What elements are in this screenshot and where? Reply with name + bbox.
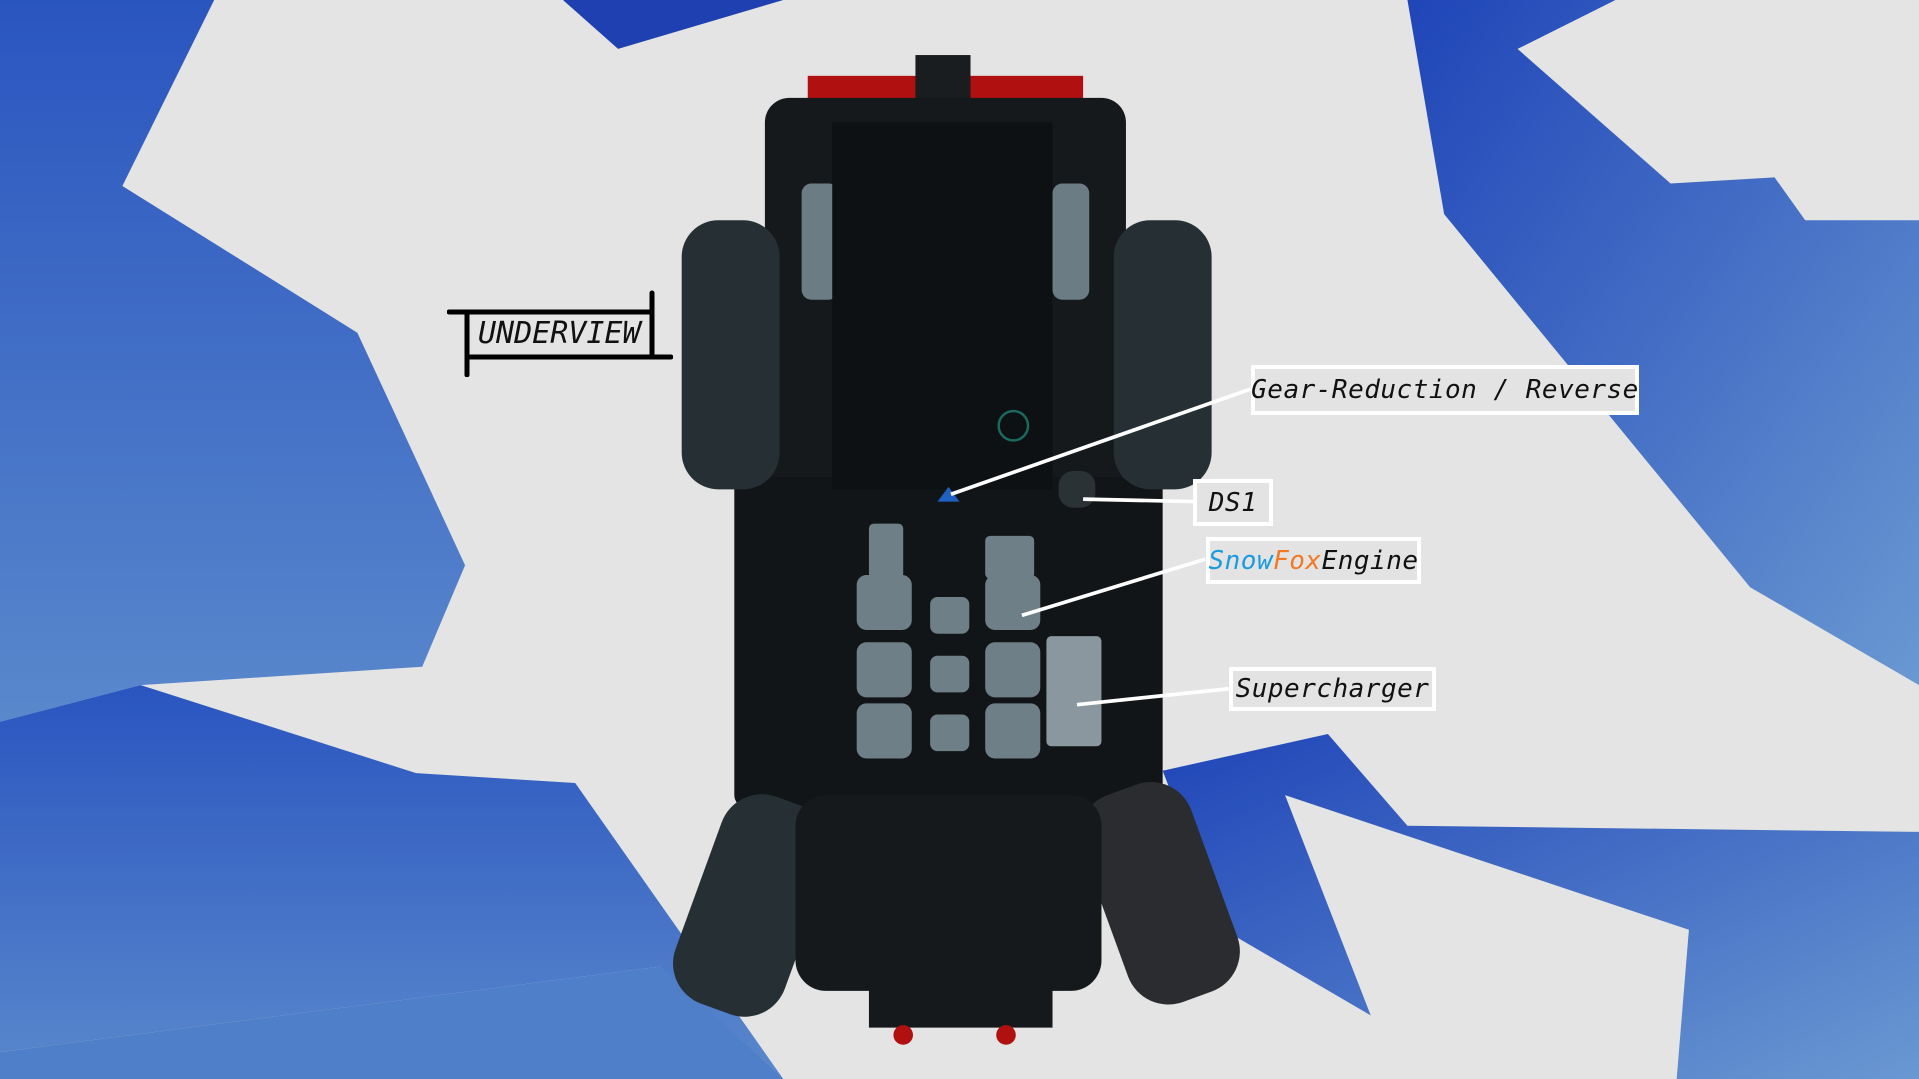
callout-ds1-text: DS1 [1208, 487, 1258, 518]
engine-label: Engine [1321, 545, 1419, 576]
callout-ds1: DS1 [1193, 479, 1273, 526]
callout-supercharger: Supercharger [1229, 667, 1436, 711]
vehicle-underside [673, 55, 1240, 1045]
page-title: UNDERVIEW [478, 316, 641, 351]
engine-brand-snow: Snow [1208, 545, 1274, 576]
engine-brand-fox: Fox [1273, 545, 1322, 576]
title-bracket-frame [447, 290, 673, 377]
callout-supercharger-text: Supercharger [1235, 674, 1430, 704]
callout-gear-reduction: Gear-Reduction / Reverse [1251, 365, 1639, 415]
callout-gear-reduction-text: Gear-Reduction / Reverse [1251, 375, 1639, 405]
callout-lines [950, 387, 1252, 707]
